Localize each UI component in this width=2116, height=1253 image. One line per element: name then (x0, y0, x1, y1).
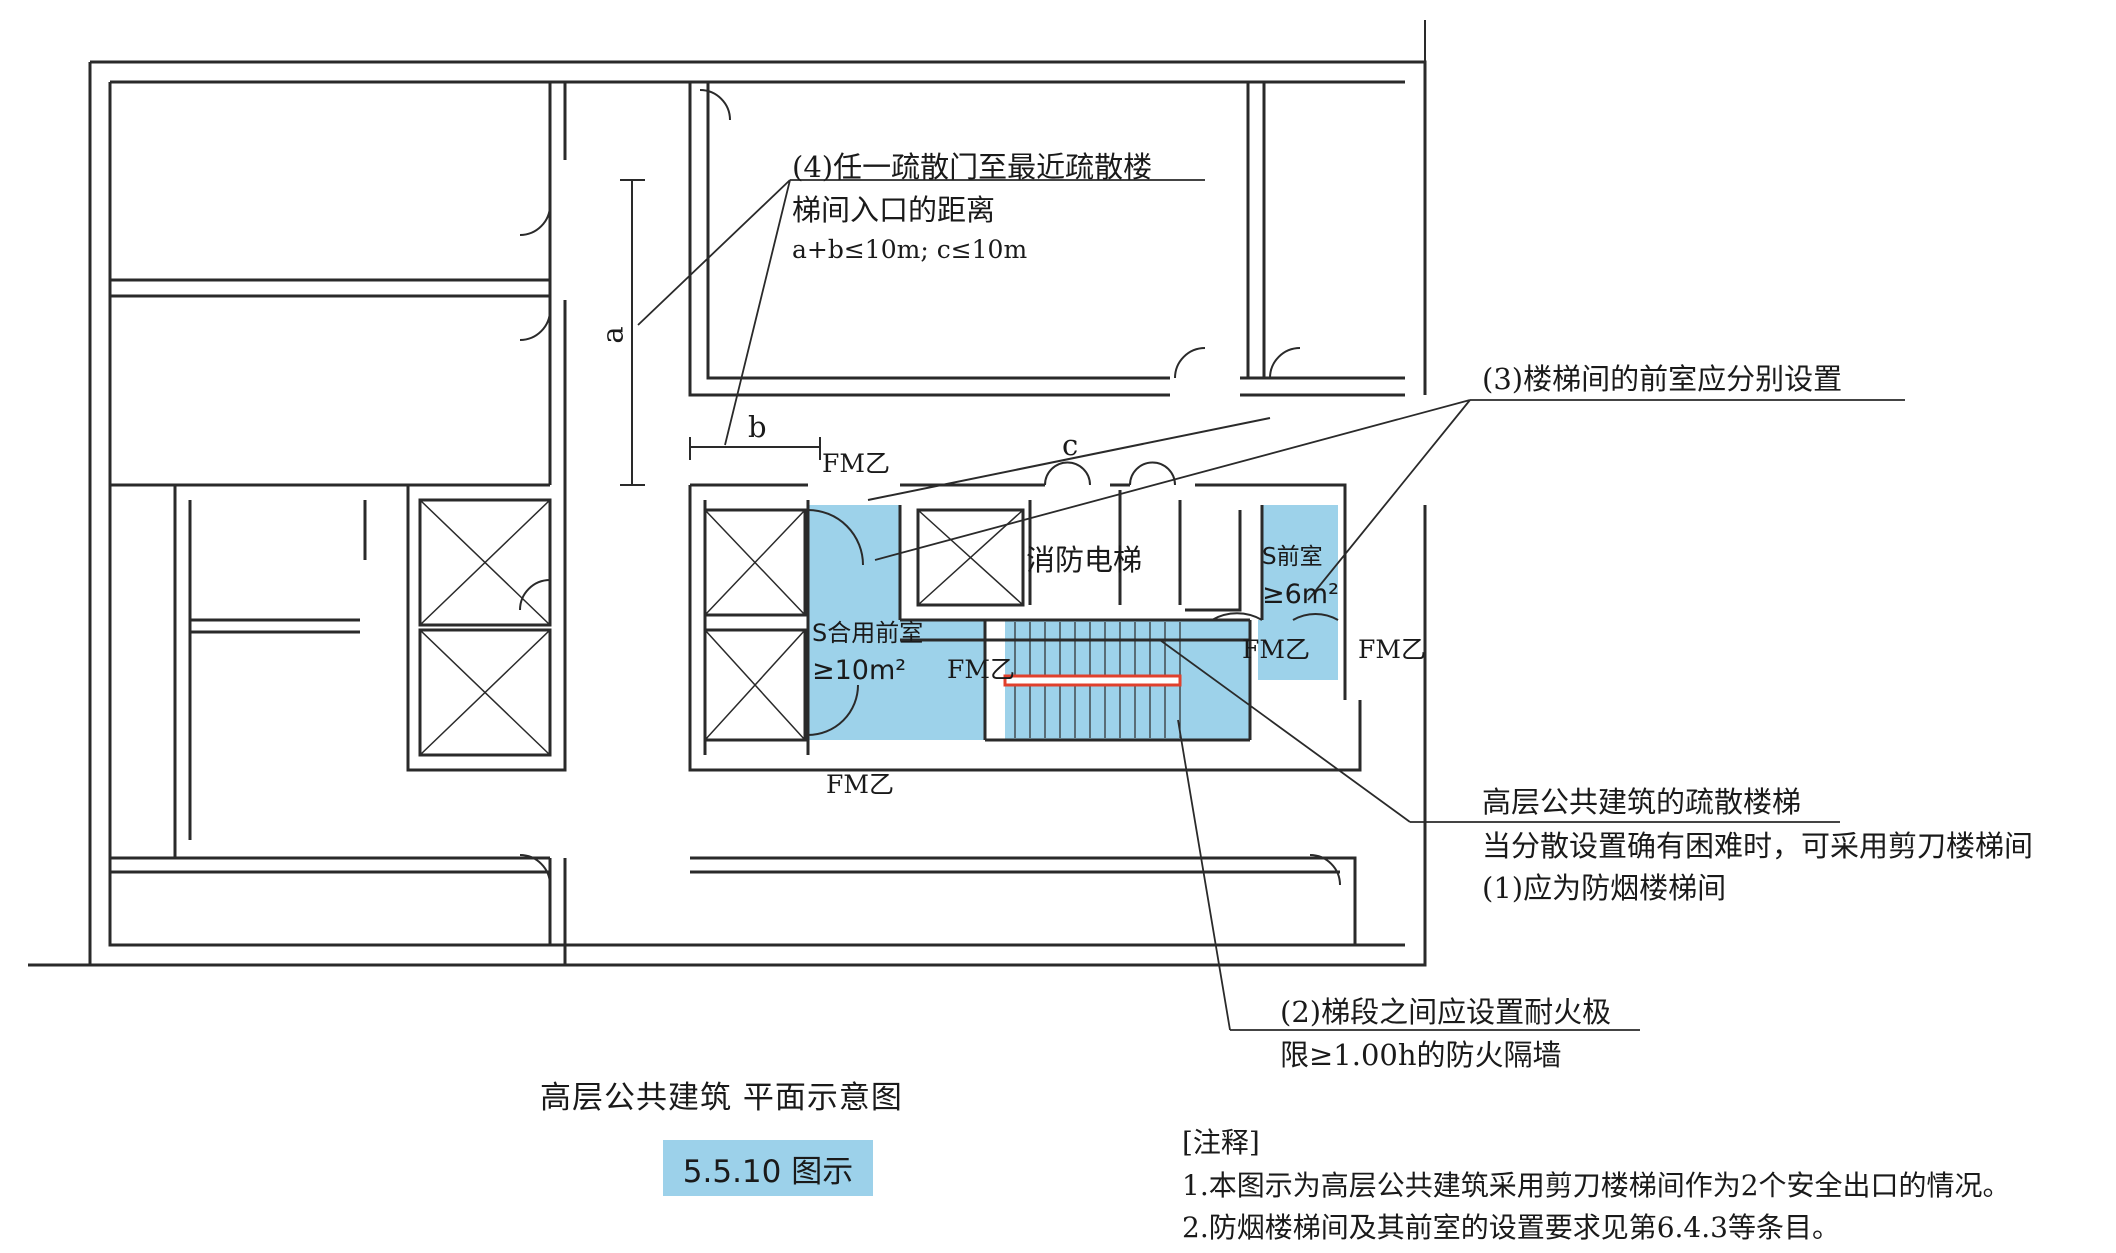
anteroom-name: S前室 (1262, 544, 1323, 570)
shared-anteroom-name: S合用前室 (812, 619, 924, 647)
fm-door-bottom: FM乙 (826, 770, 894, 799)
callout-main-line2: 当分散设置确有困难时，可采用剪刀楼梯间 (1482, 829, 2034, 863)
fm-door-right-2: FM乙 (1358, 635, 1426, 664)
left-room-walls (110, 82, 567, 487)
figure-badge: 5.5.10 图示 (663, 1140, 873, 1196)
toilet-block (173, 485, 367, 860)
callout-4-line2: 梯间入口的距离 (792, 193, 996, 227)
outer-wall (28, 60, 1427, 967)
notes-header: [注释] (1182, 1126, 1260, 1159)
fire-elevator-shaft (916, 508, 1025, 607)
shared-anteroom-area: ≥10m² (812, 655, 907, 686)
notes-item-1: 1.本图示为高层公共建筑采用剪刀楼梯间作为2个安全出口的情况。 (1182, 1169, 2011, 1202)
elevator-shaft-1 (418, 498, 552, 627)
fm-door-left-mid: FM乙 (947, 655, 1015, 684)
dim-label-b: b (748, 410, 767, 444)
callout-4-line3: a+b≤10m; c≤10m (792, 235, 1028, 264)
dim-line-c (867, 417, 1271, 501)
dim-line-a (620, 179, 645, 486)
shared-anteroom-fill (808, 505, 985, 740)
fire-elevator-label: 消防电梯 (1026, 543, 1143, 577)
callout-4-line1: (4)任一疏散门至最近疏散楼 (792, 150, 1153, 184)
anteroom-walls (1028, 490, 1264, 620)
callout-3: (3)楼梯间的前室应分别设置 (1482, 362, 1843, 396)
callout-main-line1: 高层公共建筑的疏散楼梯 (1482, 785, 1802, 819)
anteroom-area: ≥6m² (1262, 579, 1339, 610)
left-core-walls (406, 485, 567, 772)
fm-door-right-1: FM乙 (1242, 635, 1310, 664)
leader-3 (874, 399, 1905, 601)
elevator-shaft-2 (418, 628, 552, 757)
anteroom-fill (1258, 505, 1338, 680)
dim-line-b (689, 437, 821, 460)
callout-main-line3: (1)应为防烟楼梯间 (1482, 871, 1727, 905)
leader-main (1159, 639, 1840, 823)
leader-4 (637, 179, 1205, 446)
fire-partition-wall (1003, 674, 1182, 687)
notes-item-2: 2.防烟楼梯间及其前室的设置要求见第6.4.3等条目。 (1182, 1211, 1840, 1244)
dim-label-a: a (595, 326, 630, 344)
door-swing (519, 89, 1301, 611)
dim-label-c: c (1062, 428, 1079, 462)
leader-2 (1177, 719, 1640, 1031)
callout-2-line2: 限≥1.00h的防火隔墙 (1280, 1038, 1562, 1072)
fm-door-top: FM乙 (822, 449, 890, 478)
figure-title: 高层公共建筑 平面示意图 (540, 1080, 903, 1116)
elevator-shaft-3 (703, 508, 807, 617)
elevator-shaft-4 (703, 628, 807, 742)
stair-core-walls (688, 483, 1362, 772)
top-right-room (688, 82, 1405, 397)
callout-2-line1: (2)梯段之间应设置耐火极 (1280, 995, 1612, 1029)
bottom-rooms (110, 856, 1357, 965)
